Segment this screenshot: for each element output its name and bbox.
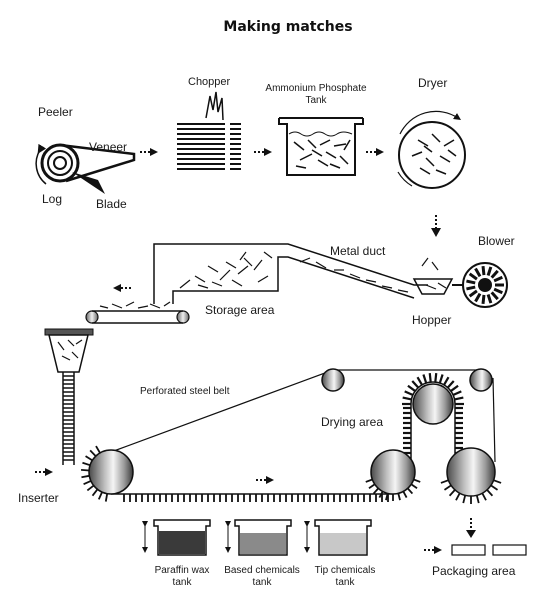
based-label-line1: Based chemicals	[224, 565, 300, 576]
log-label: Log	[42, 192, 62, 206]
inserter-label: Inserter	[18, 491, 59, 505]
dryer-label: Dryer	[418, 76, 447, 90]
flow-arrow-2	[254, 148, 272, 156]
flow-arrow-3	[366, 148, 384, 156]
based-chemicals-tank	[225, 519, 292, 556]
ammonium-label-line1: Ammonium Phosphate	[265, 83, 367, 94]
tip-label-line2: tank	[336, 577, 356, 588]
based-label-line2: tank	[253, 577, 273, 588]
blade-label: Blade	[96, 197, 127, 211]
diagram-title: Making matches	[223, 19, 352, 35]
chopper	[177, 91, 241, 170]
drying-area-label: Drying area	[321, 415, 383, 429]
blower-label: Blower	[478, 234, 515, 248]
blower	[452, 262, 508, 308]
flow-arrow-4	[431, 215, 441, 237]
ammonium-phosphate-tank	[278, 117, 364, 176]
packaging-area-label: Packaging area	[432, 564, 516, 578]
flow-arrow-1	[140, 148, 158, 156]
tip-label-line1: Tip chemicals	[315, 565, 376, 576]
metal-duct	[153, 243, 428, 304]
paraffin-label-line1: Paraffin wax	[155, 565, 210, 576]
storage-conveyor	[85, 284, 190, 324]
inserter-arrow	[35, 468, 53, 476]
packaging-area	[424, 518, 527, 556]
hopper	[412, 257, 454, 295]
chopper-label: Chopper	[188, 76, 231, 88]
dryer	[397, 110, 466, 189]
feed-funnel	[44, 328, 94, 465]
perforated-steel-belt	[81, 368, 502, 504]
peeler-label: Peeler	[38, 105, 73, 119]
hopper-label: Hopper	[412, 313, 451, 327]
perforated-belt-label: Perforated steel belt	[140, 386, 230, 397]
paraffin-wax-tank	[142, 519, 211, 556]
tip-chemicals-tank	[304, 519, 372, 556]
metal-duct-label: Metal duct	[330, 244, 386, 258]
veneer-label: Veneer	[89, 140, 127, 154]
peeler-log	[35, 143, 136, 194]
paraffin-label-line2: tank	[173, 577, 193, 588]
ammonium-label-line2: Tank	[305, 95, 327, 106]
storage-area-label: Storage area	[205, 303, 275, 317]
